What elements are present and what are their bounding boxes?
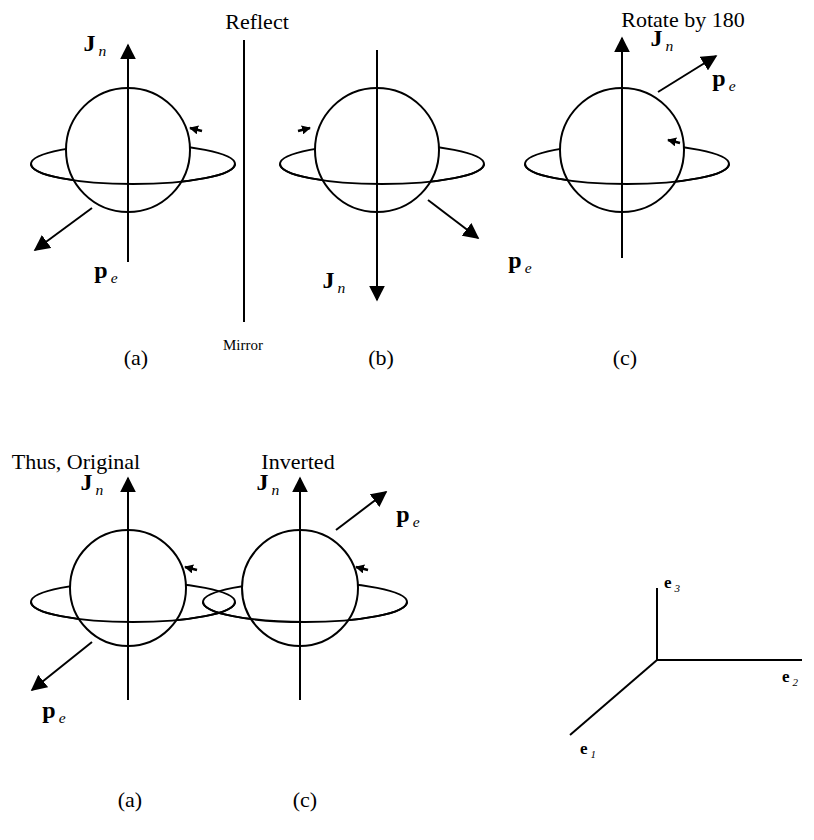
vector-label: Jn <box>82 30 109 60</box>
vector-label: pe <box>394 501 421 531</box>
nucleus-globe <box>203 478 407 700</box>
caption-label: Mirror <box>221 337 265 354</box>
vector-label: Jn <box>321 267 348 297</box>
vector-label: e1 <box>578 739 598 761</box>
caption-label: (a) <box>122 346 150 370</box>
vector-label: e3 <box>662 573 682 595</box>
caption-label: (b) <box>366 346 396 370</box>
caption-label: Thus, Original <box>10 450 142 474</box>
caption-label: Rotate by 180 <box>619 8 746 32</box>
caption-label: Inverted <box>259 450 336 474</box>
vector-label: pe <box>710 65 737 95</box>
vector-label: Jn <box>79 469 106 499</box>
coordinate-axes <box>570 588 802 735</box>
caption-label: (c) <box>611 346 639 370</box>
vector-label: pe <box>92 257 119 287</box>
caption-label: Reflect <box>223 10 291 34</box>
vector-label: e2 <box>780 667 800 689</box>
nucleus-globe <box>31 478 235 700</box>
nucleus-globe <box>280 50 484 300</box>
mirror-line <box>243 40 245 322</box>
caption-label: (a) <box>116 788 144 812</box>
vector-label: pe <box>40 697 67 727</box>
nucleus-globe <box>31 45 235 262</box>
vector-label: Jn <box>649 25 676 55</box>
vector-label: Jn <box>255 469 282 499</box>
vector-label: pe <box>506 247 533 277</box>
caption-label: (c) <box>291 788 319 812</box>
nucleus-globe <box>525 38 729 258</box>
